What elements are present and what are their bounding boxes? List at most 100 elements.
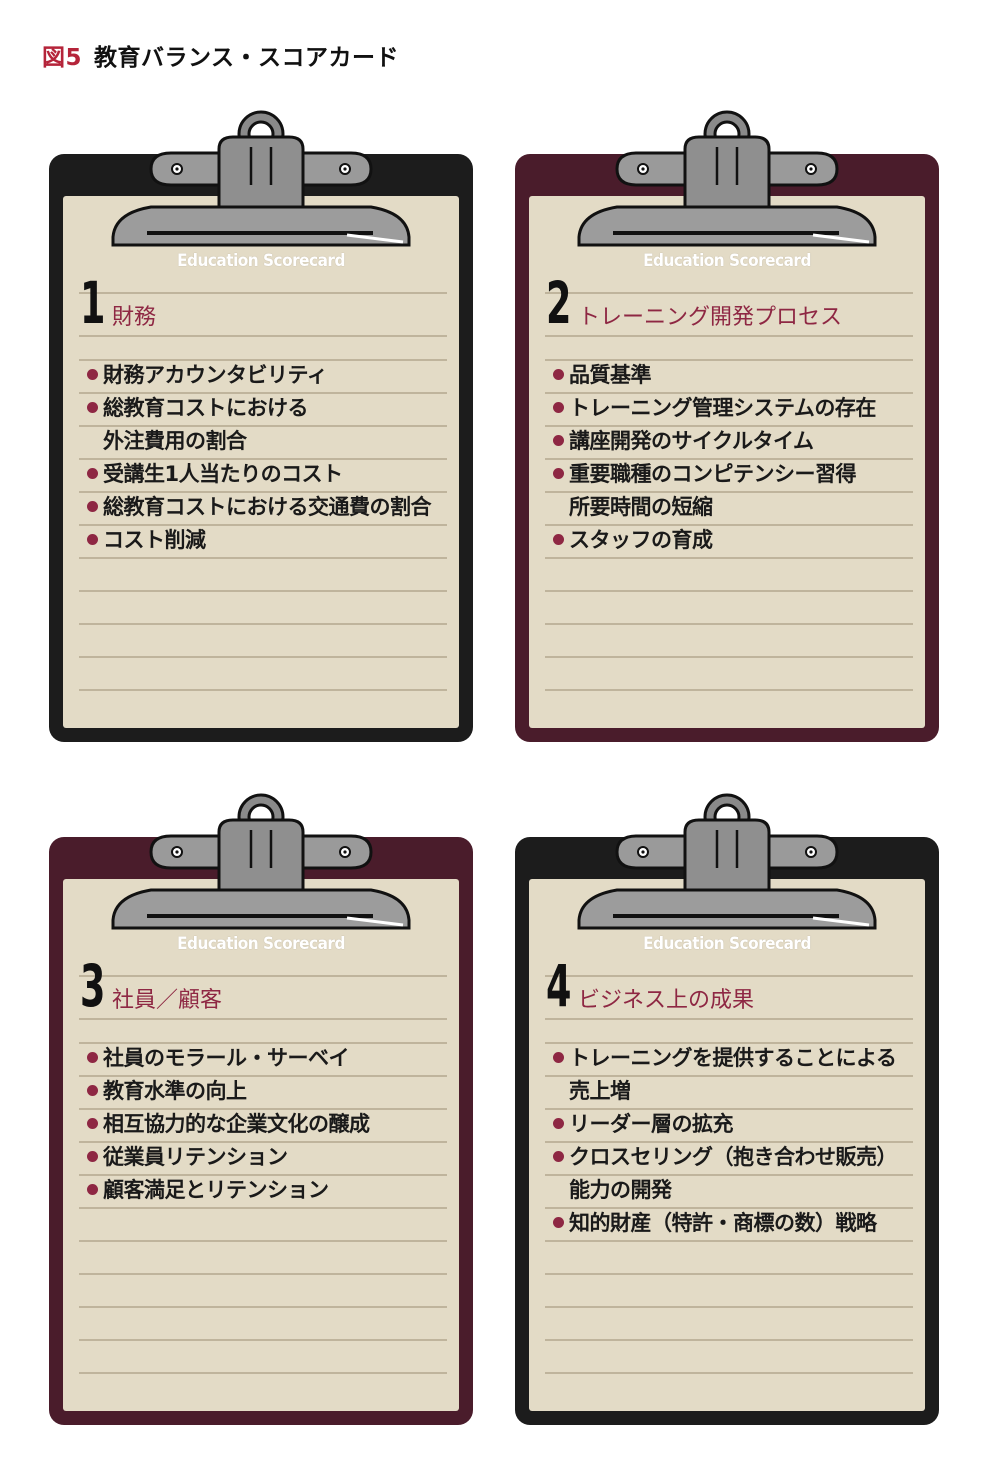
list-item-text: 教育水準の向上: [103, 1079, 247, 1103]
ruled-line: [79, 1339, 447, 1341]
list-item: スタッフの育成: [553, 524, 919, 557]
ruled-line: [79, 458, 447, 460]
list-item-text: 重要職種のコンピテンシー習得: [569, 462, 857, 486]
ruled-line: [79, 1108, 447, 1110]
ruled-line: [545, 1174, 913, 1176]
list-item: 教育水準の向上: [87, 1075, 453, 1108]
ruled-line: [545, 1306, 913, 1308]
list-item: 総教育コストにおける: [87, 392, 453, 425]
ruled-line: [79, 590, 447, 592]
figure-title-text: 教育バランス・スコアカード: [94, 45, 400, 71]
list-item: 講座開発のサイクルタイム: [553, 425, 919, 458]
list-item: トレーニングを提供することによる: [553, 1042, 919, 1075]
card-item-list: トレーニングを提供することによる売上増リーダー層の拡充クロスセリング（抱き合わせ…: [553, 1042, 919, 1240]
ruled-line: [79, 359, 447, 361]
ruled-line: [545, 1075, 913, 1077]
ruled-line: [545, 689, 913, 691]
list-item-text: リーダー層の拡充: [569, 1112, 734, 1136]
ruled-line: [545, 1018, 913, 1020]
list-item-text: 社員のモラール・サーベイ: [103, 1046, 350, 1070]
ruled-line: [545, 1339, 913, 1341]
ruled-line: [545, 359, 913, 361]
bullet-icon: [87, 468, 98, 479]
card-item-list: 社員のモラール・サーベイ教育水準の向上相互協力的な企業文化の醸成従業員リテンショ…: [87, 1042, 453, 1207]
list-item: 知的財産（特許・商標の数）戦略: [553, 1207, 919, 1240]
list-item: 売上増: [553, 1075, 919, 1108]
ruled-line: [79, 1306, 447, 1308]
ruled-line: [79, 292, 447, 294]
bullet-icon: [87, 1184, 98, 1195]
ruled-line: [545, 1108, 913, 1110]
ruled-line: [545, 524, 913, 526]
list-item: 財務アカウンタビリティ: [87, 359, 453, 392]
bullet-icon: [87, 402, 98, 413]
bullet-icon: [87, 369, 98, 380]
list-item-text: 財務アカウンタビリティ: [103, 363, 328, 387]
ruled-line: [79, 1018, 447, 1020]
card-item-list: 品質基準トレーニング管理システムの存在講座開発のサイクルタイム重要職種のコンピテ…: [553, 359, 919, 557]
list-item: 総教育コストにおける交通費の割合: [87, 491, 453, 524]
list-item-text: 所要時間の短縮: [569, 495, 713, 519]
list-item: 社員のモラール・サーベイ: [87, 1042, 453, 1075]
figure-number: 図5: [42, 45, 83, 71]
list-item-text: コスト削減: [103, 528, 206, 552]
ruled-line: [545, 458, 913, 460]
ruled-line: [545, 292, 913, 294]
ruled-line: [79, 1141, 447, 1143]
ruled-line: [79, 1042, 447, 1044]
bullet-icon: [87, 501, 98, 512]
list-item-text: 総教育コストにおける交通費の割合: [103, 495, 432, 519]
bullet-icon: [87, 1118, 98, 1129]
ruled-line: [79, 656, 447, 658]
clip-icon: [577, 793, 877, 930]
ruled-line: [79, 524, 447, 526]
list-item-text: 相互協力的な企業文化の醸成: [103, 1112, 370, 1136]
ruled-line: [545, 425, 913, 427]
bullet-icon: [553, 1118, 564, 1129]
list-item-text: 売上増: [569, 1079, 631, 1103]
card-item-list: 財務アカウンタビリティ総教育コストにおける外注費用の割合受講生1人当たりのコスト…: [87, 359, 453, 557]
ruled-line: [79, 392, 447, 394]
scorecard-label: Education Scorecard: [177, 251, 345, 271]
ruled-line: [79, 623, 447, 625]
card-category: 財務: [112, 305, 157, 330]
ruled-line: [545, 557, 913, 559]
ruled-line: [79, 1240, 447, 1242]
ruled-line: [545, 623, 913, 625]
ruled-line: [545, 491, 913, 493]
list-item: 能力の開発: [553, 1174, 919, 1207]
list-item-text: トレーニングを提供することによる: [569, 1046, 897, 1070]
list-item-text: 外注費用の割合: [103, 429, 247, 453]
bullet-icon: [553, 369, 564, 380]
ruled-line: [545, 392, 913, 394]
ruled-line: [545, 590, 913, 592]
card-category: ビジネス上の成果: [578, 988, 755, 1013]
card-category: トレーニング開発プロセス: [578, 305, 843, 330]
ruled-line: [545, 1372, 913, 1374]
list-item-text: 従業員リテンション: [103, 1145, 288, 1169]
bullet-icon: [87, 1085, 98, 1096]
list-item: クロスセリング（抱き合わせ販売）: [553, 1141, 919, 1174]
list-item: 品質基準: [553, 359, 919, 392]
ruled-lines: [545, 879, 913, 1411]
card-category: 社員／顧客: [112, 988, 223, 1013]
ruled-line: [545, 335, 913, 337]
ruled-line: [545, 1141, 913, 1143]
ruled-line: [545, 656, 913, 658]
bullet-icon: [553, 402, 564, 413]
clip-icon: [577, 110, 877, 247]
bullet-icon: [553, 1217, 564, 1228]
figure-title: 図5 教育バランス・スコアカード: [42, 38, 399, 72]
ruled-line: [79, 1174, 447, 1176]
scorecard-label: Education Scorecard: [643, 934, 811, 954]
